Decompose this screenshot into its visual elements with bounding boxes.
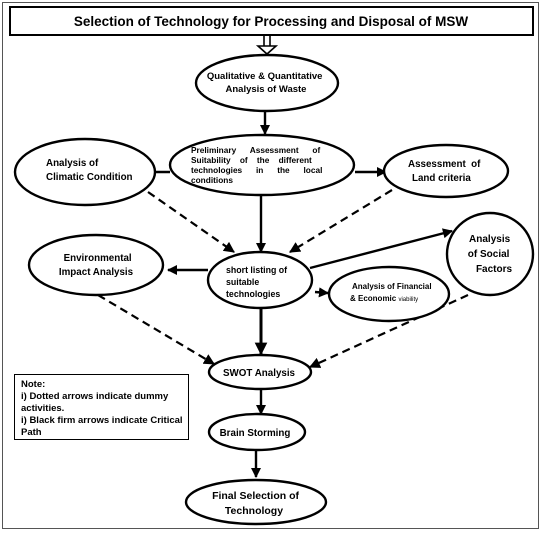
svg-text:Final Selection of Techn: Final Selection of Technology xyxy=(212,490,302,517)
dashed-arrow-environmental-to-swot xyxy=(97,294,215,365)
note-line-1: i) Dotted arrows indicate dummy xyxy=(21,391,169,402)
title-box xyxy=(9,6,534,36)
env-line-2: Impact Analysis xyxy=(59,267,134,278)
climatic-line-2: Climatic Condition xyxy=(46,172,133,183)
fin-line-1: Analysis of Financial xyxy=(352,282,432,291)
svg-text:Analysis of Social: Analysis of Social Factors xyxy=(468,234,513,275)
final-line-2: Technology xyxy=(225,505,283,517)
node-preliminary-assessment: Preliminary Assessment of Suitability of… xyxy=(168,133,356,197)
node-land-criteria: Assessment of Land criteria xyxy=(382,143,510,199)
final-line-1: Final Selection of xyxy=(212,490,299,502)
note-heading: Note: xyxy=(21,379,46,390)
short-line-3: technologies xyxy=(226,289,280,299)
note-line-4: Path xyxy=(21,427,42,438)
qq-line-1: Qualitative & Quantitative xyxy=(207,71,323,82)
arrow-shortlist-to-financial xyxy=(314,287,330,298)
climatic-line-1: Analysis of xyxy=(46,158,99,169)
diagram-frame xyxy=(2,2,539,529)
dashed-arrow-climatic-to-shortlist xyxy=(147,191,235,253)
social-line-3: Factors xyxy=(476,264,513,275)
node-financial-economic: Analysis of Financial & Economic viabili… xyxy=(327,265,451,323)
node-social-factors: Analysis of Social Factors xyxy=(445,211,535,297)
note-line-3: i) Black firm arrows indicate Critical xyxy=(21,415,183,426)
title-double-arrow xyxy=(255,35,279,56)
land-line-2: Land criteria xyxy=(412,173,471,184)
prelim-line-4: conditions xyxy=(191,175,233,185)
node-final-selection: Final Selection of Technology xyxy=(184,478,328,526)
svg-text:short listing of suitabl: short listing of suitable technologies xyxy=(226,265,290,299)
diagram-title: Selection of Technology for Processing a… xyxy=(74,14,469,29)
node-brain-storming: Brain Storming xyxy=(207,412,307,452)
prelim-line-1: Preliminary Assessment of xyxy=(191,145,321,155)
svg-text:Preliminary Assessment: Preliminary Assessment of Suitability of… xyxy=(191,145,325,185)
short-line-1: short listing of xyxy=(226,265,287,275)
svg-text:Environmental Impact Ana: Environmental Impact Analysis xyxy=(59,253,135,278)
node-swot: SWOT Analysis xyxy=(207,353,313,391)
svg-text:Qualitative & Quantitative: Qualitative & Quantitative Analysis of W… xyxy=(207,71,325,95)
social-line-2: of Social xyxy=(468,249,510,260)
node-environmental-impact: Environmental Impact Analysis xyxy=(27,233,165,297)
node-short-listing: short listing of suitable technologies xyxy=(206,250,314,310)
fin-line-2-small: viability xyxy=(398,297,418,303)
arrow-shortlist-to-social xyxy=(309,228,453,270)
svg-text:Analysis of Financial &: Analysis of Financial & Economic viabili… xyxy=(350,282,434,303)
swot-label: SWOT Analysis xyxy=(223,368,296,379)
land-line-1: Assessment of xyxy=(408,159,481,170)
svg-text:Analysis of Climatic Con: Analysis of Climatic Condition xyxy=(46,158,133,183)
fin-line-2: & Economic xyxy=(350,294,398,303)
prelim-line-3: technologies in the local xyxy=(191,165,322,175)
env-line-1: Environmental xyxy=(64,253,132,264)
short-line-2: suitable xyxy=(226,277,259,287)
svg-text:Assessment of Land crit: Assessment of Land criteria xyxy=(408,159,483,184)
node-climatic-condition: Analysis of Climatic Condition xyxy=(13,137,157,207)
legend-note: Note: i) Dotted arrows indicate dummy ac… xyxy=(14,374,189,440)
brainstorm-label: Brain Storming xyxy=(220,428,291,439)
qq-line-2: Analysis of Waste xyxy=(226,84,307,95)
note-line-2: activities. xyxy=(21,403,65,414)
social-line-1: Analysis xyxy=(469,234,511,245)
prelim-line-2: Suitability of the different xyxy=(191,155,312,165)
node-qq-analysis: Qualitative & Quantitative Analysis of W… xyxy=(194,53,340,113)
dashed-arrow-land-to-shortlist xyxy=(289,189,393,253)
